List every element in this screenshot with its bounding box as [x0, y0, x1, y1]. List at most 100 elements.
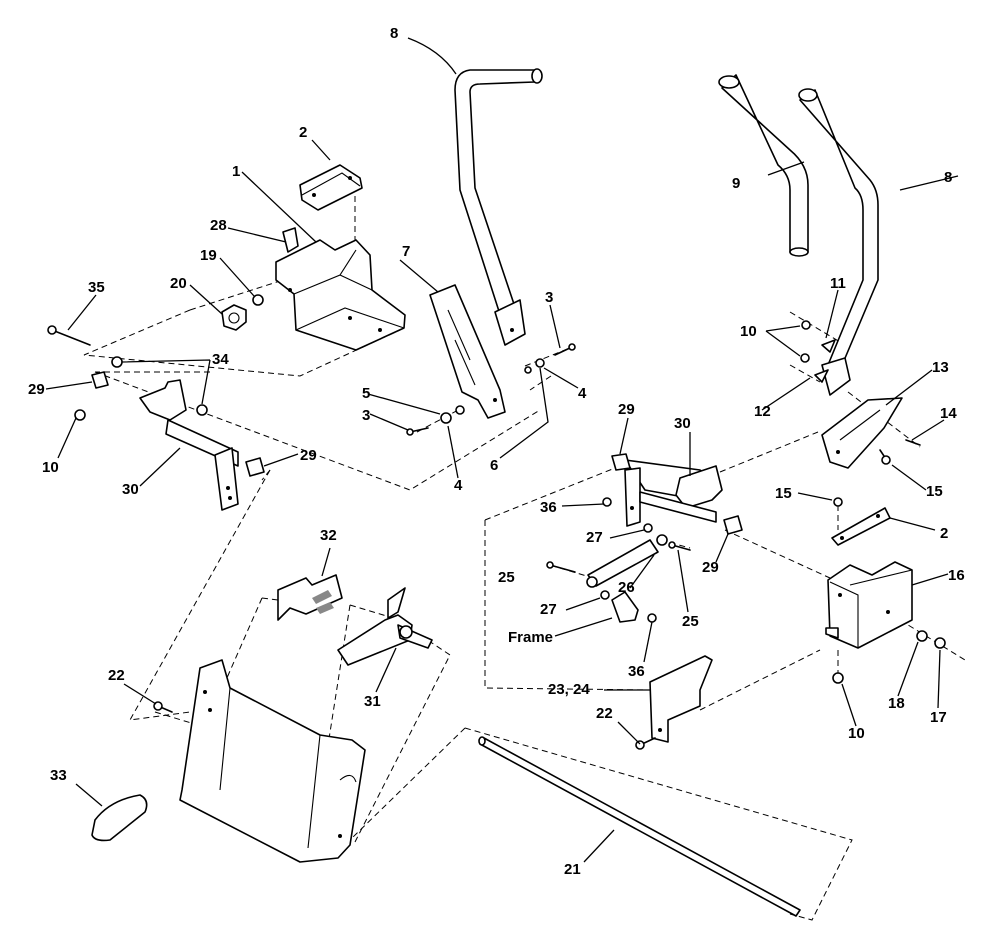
nut-34a	[111, 356, 123, 368]
mounting-plate-top	[299, 164, 363, 211]
nut-34b	[196, 404, 208, 416]
hand-grip	[718, 74, 809, 257]
lever-handle-center	[454, 68, 543, 346]
label-34: 34	[212, 351, 229, 368]
nut-10d	[832, 672, 844, 684]
label-10-right: 10	[740, 323, 757, 340]
label-4-right: 4	[578, 385, 587, 402]
label-9: 9	[732, 175, 740, 192]
mounting-plate-right	[831, 507, 891, 546]
label-5: 5	[362, 385, 370, 402]
label-25-left: 25	[498, 569, 515, 586]
label-22-left: 22	[108, 667, 125, 684]
crank-arm-left	[139, 379, 239, 511]
rod-21	[478, 736, 801, 917]
label-10-left: 10	[42, 459, 59, 476]
nut-4b	[524, 366, 532, 374]
label-27-top: 27	[586, 529, 603, 546]
bolt-35	[47, 325, 91, 346]
bolt-3b	[406, 427, 429, 436]
label-4-bottom: 4	[454, 477, 463, 494]
nut-36a	[602, 497, 612, 507]
frame-bracket	[611, 591, 639, 623]
label-21: 21	[564, 861, 581, 878]
clip-17	[934, 637, 946, 649]
mounting-plate-13	[821, 397, 903, 469]
bolt-3a	[554, 343, 576, 356]
label-20: 20	[170, 275, 187, 292]
label-8-center: 8	[390, 25, 398, 42]
washer-5	[440, 412, 452, 424]
label-frame: Frame	[508, 629, 553, 646]
label-15-left: 15	[775, 485, 792, 502]
label-23-24: 23, 24	[548, 681, 590, 698]
label-29-left: 29	[28, 381, 45, 398]
crank-arm-right	[624, 459, 723, 527]
label-33: 33	[50, 767, 67, 784]
bushing-29a	[91, 371, 109, 389]
pedal-pad	[91, 794, 148, 842]
label-12: 12	[754, 403, 771, 420]
spacer-11	[821, 339, 836, 353]
pedal-arm	[337, 587, 433, 666]
label-1: 1	[232, 163, 240, 180]
label-36-top: 36	[540, 499, 557, 516]
nut-27a	[643, 523, 653, 533]
label-30-right: 30	[674, 415, 691, 432]
lever-plate	[429, 284, 506, 419]
gas-spring	[586, 534, 668, 588]
label-2-top: 2	[299, 124, 307, 141]
nut-10b	[801, 320, 811, 330]
nut-27b	[600, 590, 610, 600]
bushing-29d	[723, 515, 743, 535]
label-6: 6	[490, 457, 498, 474]
label-28: 28	[210, 217, 227, 234]
label-16: 16	[948, 567, 965, 584]
bolt-25a	[546, 561, 576, 573]
label-17: 17	[930, 709, 947, 726]
callout-labels: 1 2 2 3 3 4 4 5 6 7 8 8 9 10 10 10 11 12…	[28, 25, 965, 878]
control-bracket	[275, 239, 406, 351]
bolt-15a	[881, 455, 891, 465]
label-35: 35	[88, 279, 105, 296]
nut-19	[252, 294, 264, 306]
washer-4a	[535, 358, 545, 368]
clip	[282, 227, 299, 253]
label-7: 7	[402, 243, 410, 260]
nut-10c	[800, 353, 810, 363]
label-36-bottom: 36	[628, 663, 645, 680]
bracket-32	[277, 574, 343, 621]
label-25-right: 25	[682, 613, 699, 630]
label-29-center: 29	[300, 447, 317, 464]
label-13: 13	[932, 359, 949, 376]
label-31: 31	[364, 693, 381, 710]
bolt-22a	[153, 701, 173, 713]
bolt-22b	[635, 737, 656, 750]
label-8-right: 8	[944, 169, 952, 186]
leader-lines	[45, 37, 959, 863]
nut-36b	[647, 613, 657, 623]
cover-plate-23-24	[649, 655, 713, 743]
lever-handle-right	[798, 88, 879, 396]
pedal-cover	[179, 659, 366, 863]
label-10-bottom: 10	[848, 725, 865, 742]
washer-12	[814, 369, 829, 383]
spacer-6	[455, 405, 465, 415]
label-11: 11	[830, 275, 846, 292]
label-22-right: 22	[596, 705, 613, 722]
label-19: 19	[200, 247, 217, 264]
label-3-left: 3	[362, 407, 370, 424]
label-32: 32	[320, 527, 337, 544]
label-26: 26	[618, 579, 635, 596]
label-29-right-bottom: 29	[702, 559, 719, 576]
bushing-29b	[245, 457, 265, 477]
control-bracket-right	[825, 561, 913, 649]
label-29-right-top: 29	[618, 401, 635, 418]
label-15-right: 15	[926, 483, 943, 500]
label-18: 18	[888, 695, 905, 712]
knob	[221, 304, 247, 331]
label-27-bottom: 27	[540, 601, 557, 618]
bolt-25b	[668, 541, 691, 551]
label-2-right: 2	[940, 525, 948, 542]
